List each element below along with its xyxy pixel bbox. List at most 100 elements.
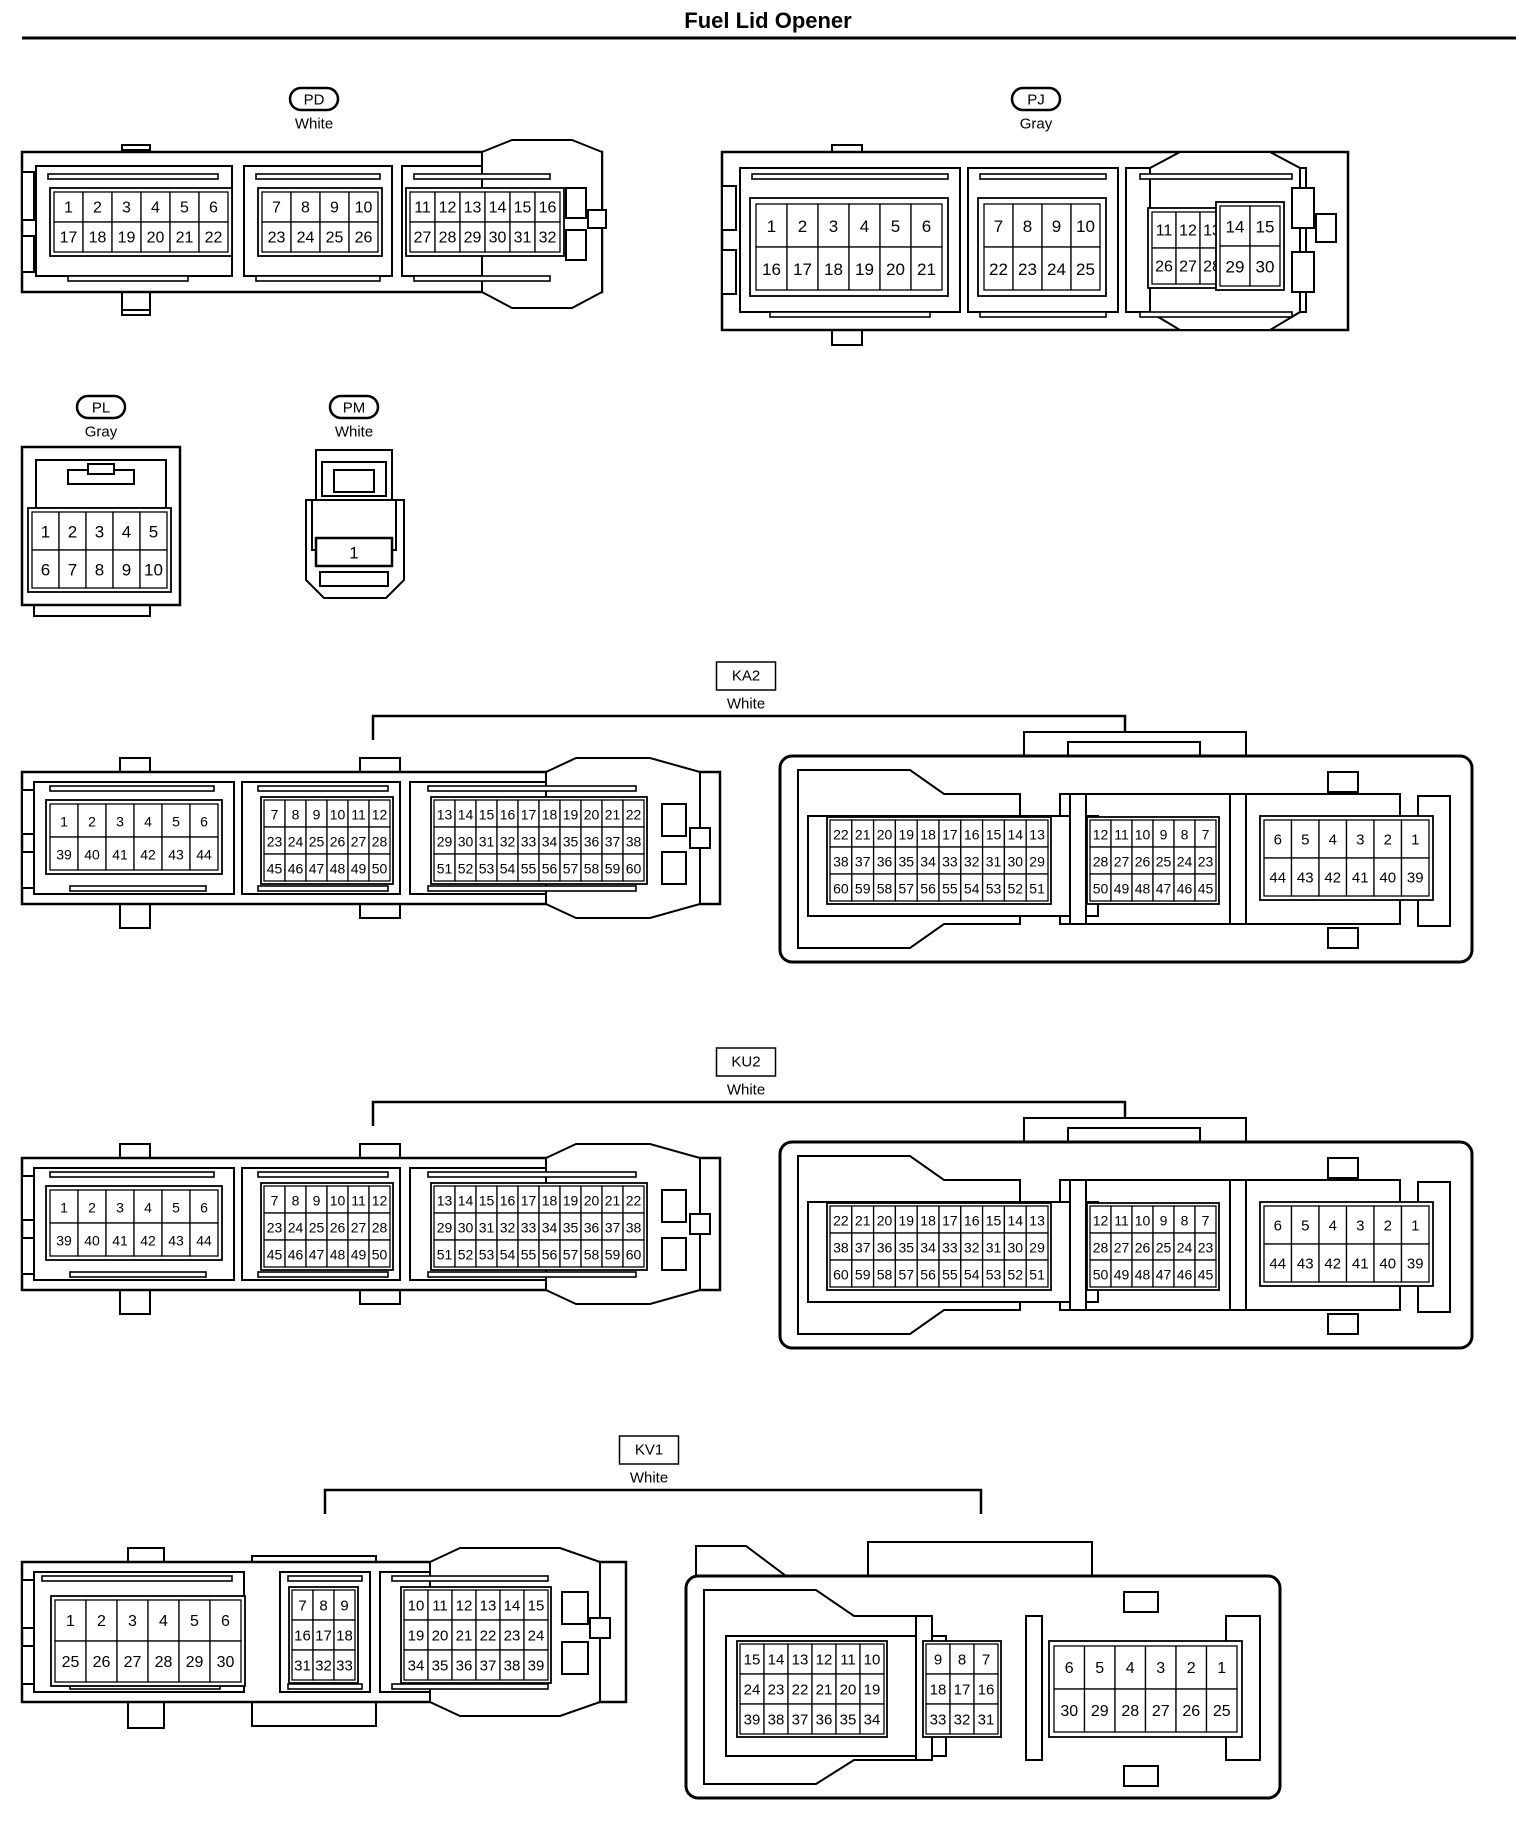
pin-number: 18 (930, 1682, 947, 1699)
pin-cavity (786, 203, 819, 248)
pin-number: 43 (1297, 1256, 1314, 1273)
pin-cavity (1041, 246, 1072, 291)
pin-number: 45 (267, 861, 283, 877)
pin-cavity (484, 221, 511, 253)
pin-number: 23 (1198, 1240, 1214, 1256)
pin-number: 19 (855, 260, 874, 279)
pin-number: 25 (309, 1220, 325, 1236)
pin-number: 49 (1114, 881, 1130, 897)
pin-number: 1 (60, 1200, 68, 1216)
pin-number: 23 (768, 1682, 785, 1699)
pin-number: 23 (504, 1628, 521, 1645)
latch-bar (751, 173, 949, 180)
pin-cavity (1219, 245, 1251, 287)
pin-cavity (169, 221, 200, 253)
connector-code: KV1 (635, 1442, 663, 1459)
pin-cavity (1194, 873, 1217, 902)
pin-cavity (949, 1703, 975, 1735)
pin-number: 17 (521, 807, 537, 823)
pin-number: 7 (1202, 827, 1210, 843)
pin-number: 28 (1093, 1240, 1109, 1256)
pin-number: 46 (288, 1247, 304, 1263)
pin-number: 5 (149, 523, 158, 542)
pin-number: 60 (833, 1267, 849, 1283)
pin-number: 8 (1181, 1213, 1189, 1229)
pin-number: 11 (840, 1652, 856, 1669)
latch-bar (769, 311, 931, 318)
pin-number: 24 (297, 230, 315, 247)
pin-number: 39 (1407, 870, 1424, 887)
connector-code-badge (715, 661, 777, 691)
pin-number: 54 (500, 861, 516, 877)
pin-number: 13 (437, 1193, 453, 1209)
pin-cavity (348, 191, 379, 223)
pin-number: 20 (147, 230, 165, 247)
pin-number: 5 (190, 1613, 199, 1630)
connector-code-badge (1010, 86, 1062, 112)
pin-number: 11 (414, 200, 431, 217)
latch-bar (255, 275, 381, 282)
pin-cavity (111, 191, 142, 223)
pin-number: 12 (816, 1652, 833, 1669)
pin-number: 18 (542, 1193, 558, 1209)
pin-number: 7 (68, 561, 77, 580)
pin-number: 41 (112, 1233, 128, 1249)
pin-number: 25 (1213, 1703, 1231, 1720)
pin-number: 23 (267, 1220, 283, 1236)
pin-number: 7 (298, 1598, 306, 1615)
pin-cavity (523, 1619, 549, 1651)
pin-number: 9 (340, 1598, 348, 1615)
pin-number: 38 (833, 1240, 849, 1256)
connector-color: White (630, 1470, 668, 1487)
pin-number: 31 (986, 854, 1002, 870)
pin-number: 2 (1384, 1218, 1392, 1235)
pin-number: 4 (1126, 1660, 1135, 1677)
pin-number: 17 (942, 827, 958, 843)
pin-number: 22 (833, 827, 849, 843)
latch-bar (255, 173, 381, 180)
pin-number: 37 (855, 1240, 871, 1256)
pin-number: 3 (1156, 1660, 1165, 1677)
pin-number: 53 (479, 861, 495, 877)
pin-number: 38 (626, 1220, 642, 1236)
pin-number: 5 (172, 814, 180, 830)
pin-cavity (848, 246, 881, 291)
pin-cavity (49, 803, 79, 838)
housing-outline (21, 1175, 35, 1221)
pin-number: 12 (456, 1598, 473, 1615)
pin-number: 15 (986, 827, 1002, 843)
pin-number: 16 (539, 200, 557, 217)
housing-outline (21, 851, 35, 889)
pin-number: 57 (899, 881, 915, 897)
pin-number: 55 (942, 881, 958, 897)
pin-number: 2 (93, 200, 102, 217)
housing-outline (565, 187, 587, 219)
pin-number: 56 (542, 861, 558, 877)
pin-number: 3 (122, 200, 131, 217)
pin-number: 10 (330, 1193, 346, 1209)
pin-number: 25 (309, 834, 325, 850)
pin-number: 58 (584, 861, 600, 877)
pin-number: 51 (437, 1247, 453, 1263)
latch-bar (427, 885, 637, 892)
pin-cavity (133, 803, 163, 838)
pin-number: 8 (95, 561, 104, 580)
pin-cavity (333, 1649, 356, 1681)
pin-number: 10 (1135, 1213, 1151, 1229)
pin-number: 12 (372, 1193, 388, 1209)
latch-bar (69, 885, 207, 892)
connector-code: KU2 (731, 1054, 760, 1071)
pin-number: 6 (41, 561, 50, 580)
connector-code: PM (343, 400, 366, 417)
pin-number: 9 (1160, 1213, 1168, 1229)
pin-number: 19 (408, 1628, 425, 1645)
housing-outline (661, 1237, 687, 1271)
housing-outline (1327, 927, 1359, 949)
pin-cavity (54, 1640, 87, 1683)
pin-number: 17 (60, 230, 78, 247)
pin-number: 51 (1029, 1267, 1045, 1283)
pin-cavity (925, 1643, 951, 1675)
pin-number: 37 (605, 834, 621, 850)
